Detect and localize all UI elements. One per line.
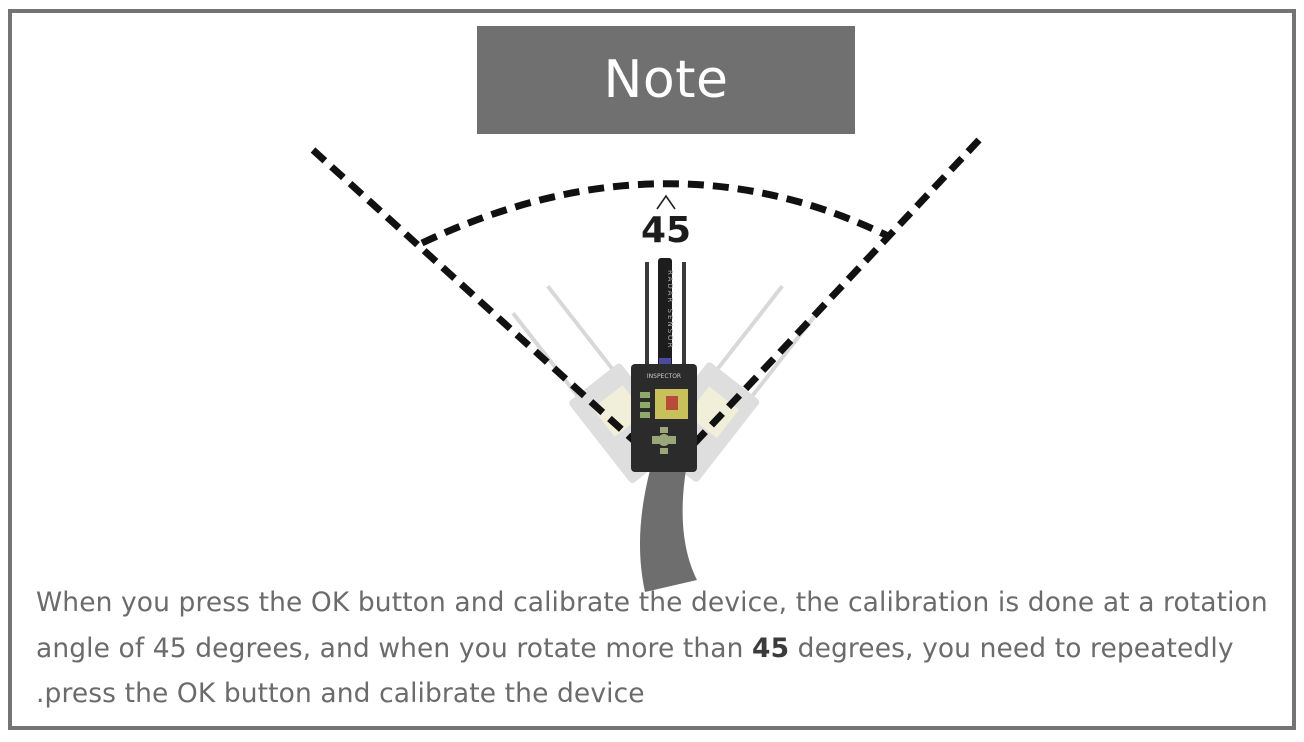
paragraph-line-2: angle of 45 degrees, and when you rotate… — [36, 632, 1234, 664]
device-brand: INSPECTOR — [647, 373, 681, 380]
paragraph-line-1: When you press the OK button and calibra… — [36, 587, 1268, 618]
note-title: Note — [477, 26, 855, 134]
antenna-text: RADAR SENSOR — [666, 270, 674, 349]
detector-device: RADAR SENSOR INSPECTOR — [631, 258, 697, 472]
bold-angle: 45 — [752, 632, 790, 664]
right-angle-line — [687, 137, 982, 451]
ok-button — [658, 434, 670, 446]
angle-label: 45 — [641, 210, 691, 251]
center-antenna — [658, 258, 672, 370]
left-angle-line — [310, 147, 645, 451]
caret-icon — [656, 194, 676, 210]
device-cable — [639, 470, 697, 592]
paragraph-line-3: .press the OK button and calibrate the d… — [36, 678, 645, 709]
note-paragraph: When you press the OK button and calibra… — [36, 580, 1276, 717]
